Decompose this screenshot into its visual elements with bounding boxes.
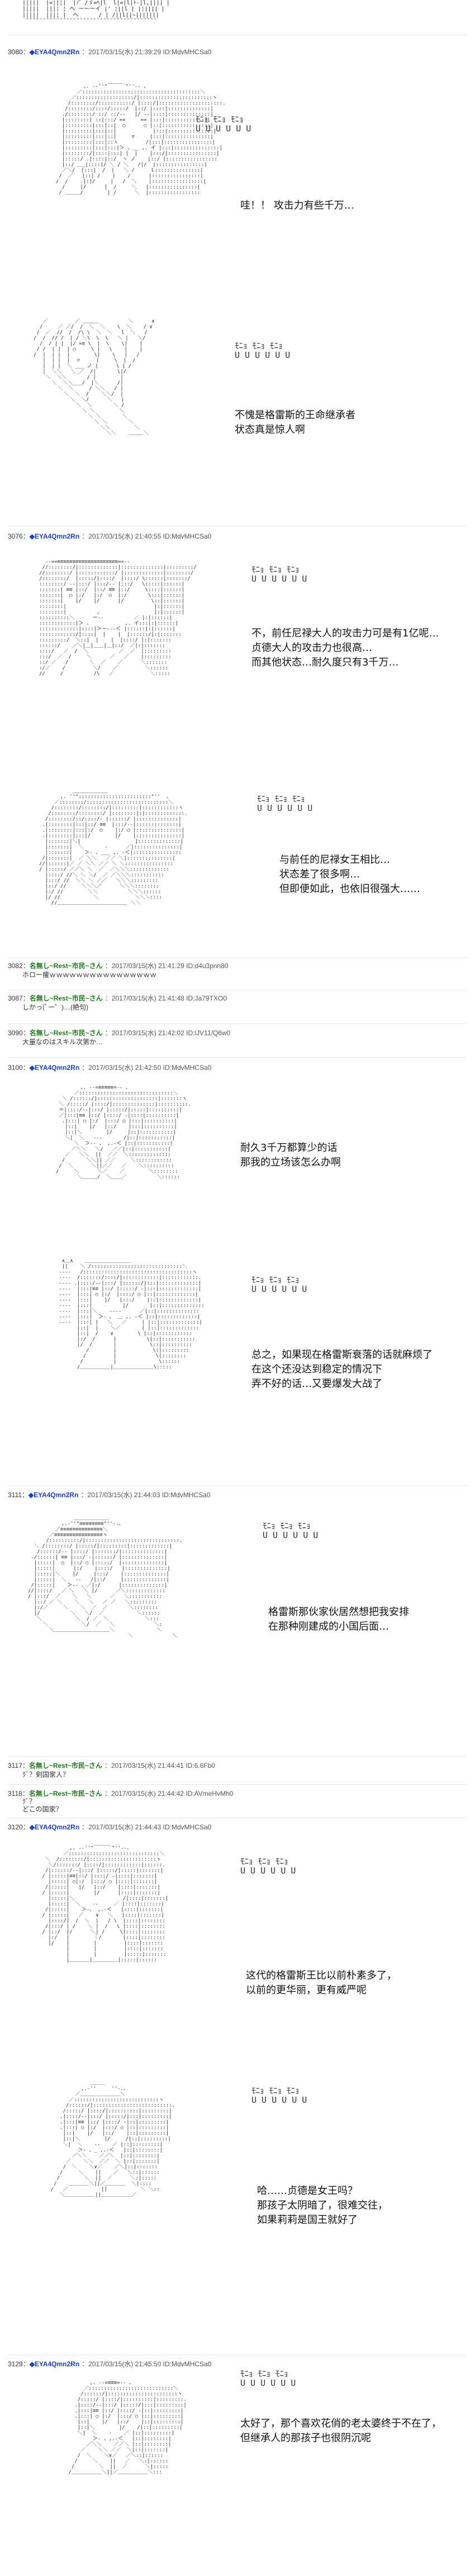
ascii-art: ‐‐==≡≡≡≡≡≡≡≡≡≡≡≡≡≡≡≡≡≡≡≡==‐‐ //::::::::/… <box>39 559 197 677</box>
panel-3: ‐‐==≡≡≡≡≡≡≡≡≡≡≡≡≡≡≡≡≡≡≡≡==‐‐ //::::::::/… <box>22 554 464 777</box>
ascii-art: ∧＿∧ ＿＿＿＿＿＿＿＿＿ || ＼ /::::::::::::::::::::… <box>59 1258 205 1370</box>
divider <box>8 1756 466 1757</box>
post-header: 3118：名無し~Rest~市民~さん：2017/03/15(水) 21:44:… <box>8 1789 233 1798</box>
post-header: 3087：名無し~Rest~市民~さん：2017/03/15(水) 21:41:… <box>8 993 227 1003</box>
post-header: 3076：◆EYA4Qmn2Rn：2017/03/15(水) 21:40:55 … <box>8 531 211 541</box>
panel-9: ＿＿＿ ,.‐'' ''‐.、 ／＿＿＿＿＿＿＿＿＼ ／::::::::::::… <box>22 2069 464 2282</box>
post-date: ：2017/03/15(水) 21:41:48 ID:Ja79TXO0 <box>104 994 227 1002</box>
dialogue-text: 与前任的尼禄女王相比… 状态差了很多啊… 但即便如此，也依旧很强大…… <box>279 854 420 895</box>
dialogue-text: 这代的格雷斯王比以前朴素多了， 以前的更华丽，更有威严呢 <box>246 1970 397 1996</box>
post-number[interactable]: 3087： <box>8 994 30 1002</box>
dialogue-text: 不愧是格雷斯的王命继承者 状态真是惊人啊 <box>235 409 355 436</box>
panel-1: ,. -‐''"￣￣￣`"''‐- 、 ／:::::::::::::::::::… <box>22 62 464 296</box>
ascii-art: ,. -‐''"￣￣￣`"''‐-、 ／::::::::::::::::::::… <box>42 1846 169 1963</box>
post-text: ｸﾞ？剣国家人？ <box>22 1771 70 1778</box>
post-date: ：2017/03/15(水) 21:44:41 ID:6.6Fb0 <box>104 1762 215 1770</box>
post-header: 3082：名無し~Rest~市民~さん：2017/03/15(水) 21:41:… <box>8 961 229 970</box>
post-number[interactable]: 3090： <box>8 1029 30 1037</box>
ascii-art: ,. -‐=≡≡≡=‐- 、 ／::::::::::::::::::::::::… <box>68 2380 187 2475</box>
post-number[interactable]: 3080： <box>8 48 30 56</box>
mumble-sfx: ﾓﾆｮ ﾓﾆｮ ﾓﾆｮ U U U U U U <box>235 341 291 360</box>
post-header: 3129：◆EYA4Qmn2Rn：2017/03/15(水) 21:45:50 … <box>8 2359 211 2369</box>
mumble-sfx: ﾓﾆｮ ﾓﾆｮ ﾓﾆｮ U U U U U U <box>251 1275 307 1294</box>
post-date: ：2017/03/15(水) 21:41:29 ID:d4u3pnn80 <box>104 962 229 970</box>
post-text: ｸﾞ？ どこの国家？ <box>22 1797 63 1813</box>
post-header: 3111：◆EYA4Qmn2Rn：2017/03/15(水) 21:44:03 … <box>8 1490 211 1499</box>
post-number[interactable]: 3082： <box>8 962 30 970</box>
divider <box>8 1784 466 1785</box>
dialogue-text: 格雷斯那伙家伙居然想把我安排 在那种刚建成的小国后面… <box>268 1606 409 1633</box>
post-number[interactable]: 3100： <box>8 1064 30 1072</box>
mumble-sfx: ﾓﾆｮ ﾓﾆｮ ﾓﾆｮ U U U U U U <box>240 2369 296 2388</box>
panel-10: ,. -‐=≡≡≡=‐- 、 ／::::::::::::::::::::::::… <box>22 2369 464 2570</box>
post-header: 3100：◆EYA4Qmn2Rn：2017/03/15(水) 21:42:50 … <box>8 1063 211 1072</box>
post-header: 3090：名無し~Rest~市民~さん：2017/03/15(水) 21:42:… <box>8 1028 230 1037</box>
post-date: ：2017/03/15(水) 21:44:43 ID:MdvMHCSa0 <box>82 1823 212 1831</box>
poster-name: 名無し~Rest~市民~さん <box>29 962 103 970</box>
mumble-sfx: ﾓﾆｮ ﾓﾆｮ ﾓﾆｮ U U U U U U <box>240 1856 296 1876</box>
poster-name: 名無し~Rest~市民~さん <box>28 1762 102 1770</box>
panel-7: ＿＿＿＿＿＿＿ ,.‐''"≡≡≡≡≡≡≡≡"''‐.、 ／≡≡≡≡≡≡≡≡≡≡… <box>22 1504 464 1739</box>
post-number[interactable]: 3118： <box>8 1790 29 1797</box>
ascii-art: ,. -‐''"￣￣￣`"''‐- 、 ／:::::::::::::::::::… <box>56 84 226 196</box>
post-header: 3080：◆EYA4Qmn2Rn：2017/03/15(水) 21:39:29 … <box>8 47 211 56</box>
divider <box>8 1485 466 1486</box>
divider <box>8 1057 466 1058</box>
dialogue-text: 耐久3千万都算少的话 那我的立场该怎么办啊 <box>240 1142 341 1168</box>
post-text: 大量なのはスキル次第か… <box>22 1038 103 1046</box>
panel-2: ／ ／ ＿＿＿ ＼ ∧ / ／ ／/ / ＼ ＼ \ ＼ / ∨ / ／ // … <box>22 308 464 509</box>
poster-name: 名無し~Rest~市民~さん <box>29 1029 103 1037</box>
mumble-sfx: ﾓﾆｮ ﾓﾆｮ ﾓﾆｮ U U U U U U <box>251 564 307 584</box>
post-header: 3120：◆EYA4Qmn2Rn：2017/03/15(水) 21:44:43 … <box>8 1822 211 1832</box>
mumble-sfx: ﾓﾆｮ ﾓﾆｮ ﾓﾆｮ U U U U U U <box>257 794 313 813</box>
post-number[interactable]: 3076： <box>8 532 30 540</box>
dialogue-text: 总之，如果现在格雷斯衰落的话就麻烦了 在这个还没达到稳定的情况下 弄不好的话…又… <box>251 1349 433 1390</box>
panel-8: ,. -‐''"￣￣￣`"''‐-、 ／::::::::::::::::::::… <box>22 1840 464 2064</box>
post-header: 3117：名無し~Rest~市民~さん：2017/03/15(水) 21:44:… <box>8 1761 215 1770</box>
post-number[interactable]: 3120： <box>8 1823 30 1831</box>
ascii-art: ／ ／ ＿＿＿ ＼ ∧ / ／ ／/ / ＼ ＼ \ ＼ / ∨ / ／ // … <box>34 319 155 436</box>
dialogue-text: 哈……贞德是女王吗？ 那孩子太阴暗了，很难交往， 如果莉莉是国王就好了 <box>257 2185 388 2226</box>
mumble-sfx: ﾓﾆｮ ﾓﾆｮ ﾓﾆｮ U U U U U U <box>251 2086 307 2105</box>
dialogue-text: 太好了，那个喜欢花俏的老太婆终于不在了， 但继承人的那孩子也很阴沉呢 <box>240 2418 441 2444</box>
post-text: しかっ(ﾟー゜)…(絶句) <box>22 1003 89 1011</box>
ascii-art: ＿＿＿ ,.‐'' ''‐.、 ／＿＿＿＿＿＿＿＿＼ ／::::::::::::… <box>50 2080 175 2198</box>
post-date: ：2017/03/15(水) 21:40:55 ID:MdvMHCSa0 <box>82 532 212 540</box>
post-text: ホロー痩ｗｗｗｗｗｗｗｗｗｗｗｗｗｗｗｗ <box>22 971 157 979</box>
poster-name: 名無し~Rest~市民~さん <box>29 994 103 1002</box>
divider <box>8 1023 466 1024</box>
panel-4: ＿＿＿＿＿＿＿ ,. ''"::::::::::::::::::::::::"'… <box>22 783 464 996</box>
ascii-art: ,. -‐=≡≡≡≡≡=‐- 、 ／::::::::::::::::::::::… <box>56 1085 191 1180</box>
post-date: ：2017/03/15(水) 21:39:29 ID:MdvMHCSa0 <box>82 48 212 56</box>
post-date: ：2017/03/15(水) 21:42:02 ID:lJV11/Q6w0 <box>104 1029 231 1037</box>
post-number[interactable]: 3111： <box>8 1491 28 1499</box>
poster-name: 名無し~Rest~市民~さん <box>28 1790 102 1797</box>
poster-name: ◆EYA4Qmn2Rn <box>29 1064 80 1072</box>
poster-name: ◆EYA4Qmn2Rn <box>28 1491 79 1499</box>
divider <box>8 957 466 958</box>
post-date: ：2017/03/15(水) 21:42:50 ID:MdvMHCSa0 <box>82 1064 212 1072</box>
mumble-sfx: ﾓﾆｮ ﾓﾆｮ ﾓﾆｮ U U U U U U <box>196 114 251 134</box>
mumble-sfx: ﾓﾆｮ ﾓﾆｮ ﾓﾆｮ U U U U U U <box>263 1521 319 1540</box>
post-number[interactable]: 3129： <box>8 2360 30 2368</box>
poster-name: ◆EYA4Qmn2Rn <box>29 48 80 56</box>
poster-name: ◆EYA4Qmn2Rn <box>29 2360 80 2368</box>
panel-6: ∧＿∧ ＿＿＿＿＿＿＿＿＿ || ＼ /::::::::::::::::::::… <box>22 1253 464 1454</box>
top-ascii-art: ||||| |=¦|¦| |ﾉ゛/ゞ=ﾍ|l l|=|l|ﾄ-|l,|||| |… <box>22 0 170 25</box>
dialogue-text: 哇！！ 攻击力有些千万… <box>240 200 354 211</box>
ascii-art: ＿＿＿＿＿＿＿ ,. ''"::::::::::::::::::::::::"'… <box>39 789 188 906</box>
poster-name: ◆EYA4Qmn2Rn <box>29 532 80 540</box>
post-date: ：2017/03/15(水) 21:45:50 ID:MdvMHCSa0 <box>82 2360 212 2368</box>
poster-name: ◆EYA4Qmn2Rn <box>29 1823 80 1831</box>
panel-5: ,. -‐=≡≡≡≡≡=‐- 、 ／::::::::::::::::::::::… <box>22 1079 464 1242</box>
ascii-art: ＿＿＿＿＿＿＿ ,.‐''"≡≡≡≡≡≡≡≡"''‐.、 ／≡≡≡≡≡≡≡≡≡≡… <box>28 1516 183 1639</box>
post-date: ：2017/03/15(水) 21:44:03 ID:MdvMHCSa0 <box>80 1491 211 1499</box>
post-date: ：2017/03/15(水) 21:44:42 ID:AVmeHvMh0 <box>104 1790 234 1797</box>
dialogue-text: 不，前任尼禄大人的攻击力可是有1亿呢… 贞德大人的攻击力也很高… 而其他状态…耐… <box>251 628 439 668</box>
post-number[interactable]: 3117： <box>8 1762 29 1770</box>
